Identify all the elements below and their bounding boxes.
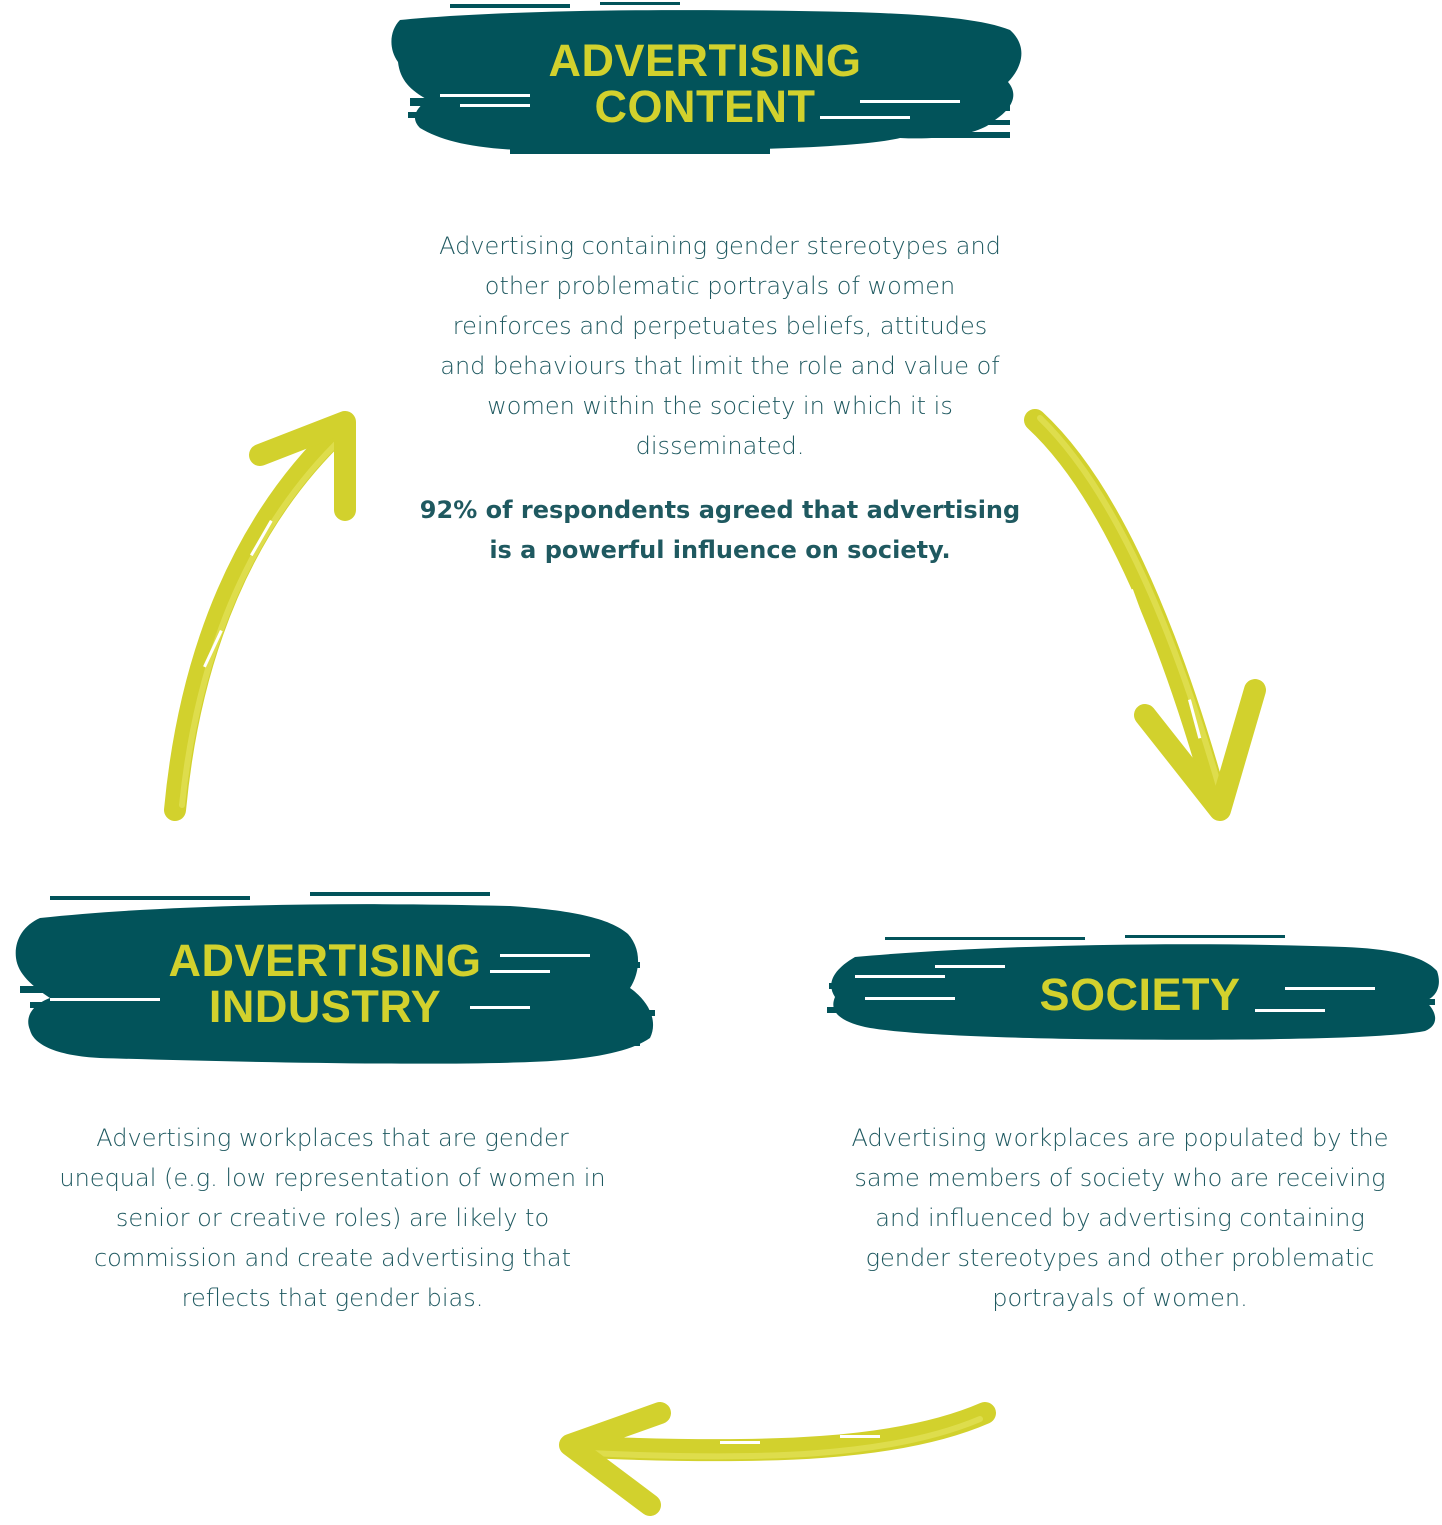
industry-title-line2: INDUSTRY xyxy=(208,981,442,1032)
industry-description: Advertising workplaces that are gender u… xyxy=(59,1124,606,1312)
content-description: Advertising containing gender stereotype… xyxy=(439,232,1001,460)
society-title: SOCIETY xyxy=(980,972,1300,1018)
arrow-left-icon xyxy=(559,1402,996,1516)
content-title: ADVERTISING CONTENT xyxy=(480,38,930,130)
industry-title: ADVERTISING INDUSTRY xyxy=(100,938,550,1030)
arrow-down-right-icon xyxy=(1024,409,1266,821)
industry-title-line1: ADVERTISING xyxy=(168,935,482,986)
content-title-brush xyxy=(391,2,1022,154)
content-title-line1: ADVERTISING xyxy=(548,35,862,86)
arrow-up-right-icon xyxy=(164,411,356,821)
content-statistic: 92% of respondents agreed that advertisi… xyxy=(419,496,1021,564)
society-title-brush xyxy=(827,935,1439,1040)
content-title-line2: CONTENT xyxy=(594,81,816,132)
industry-title-brush xyxy=(15,892,655,1064)
society-title-text: SOCIETY xyxy=(1039,969,1241,1020)
society-description: Advertising workplaces are populated by … xyxy=(851,1124,1389,1312)
